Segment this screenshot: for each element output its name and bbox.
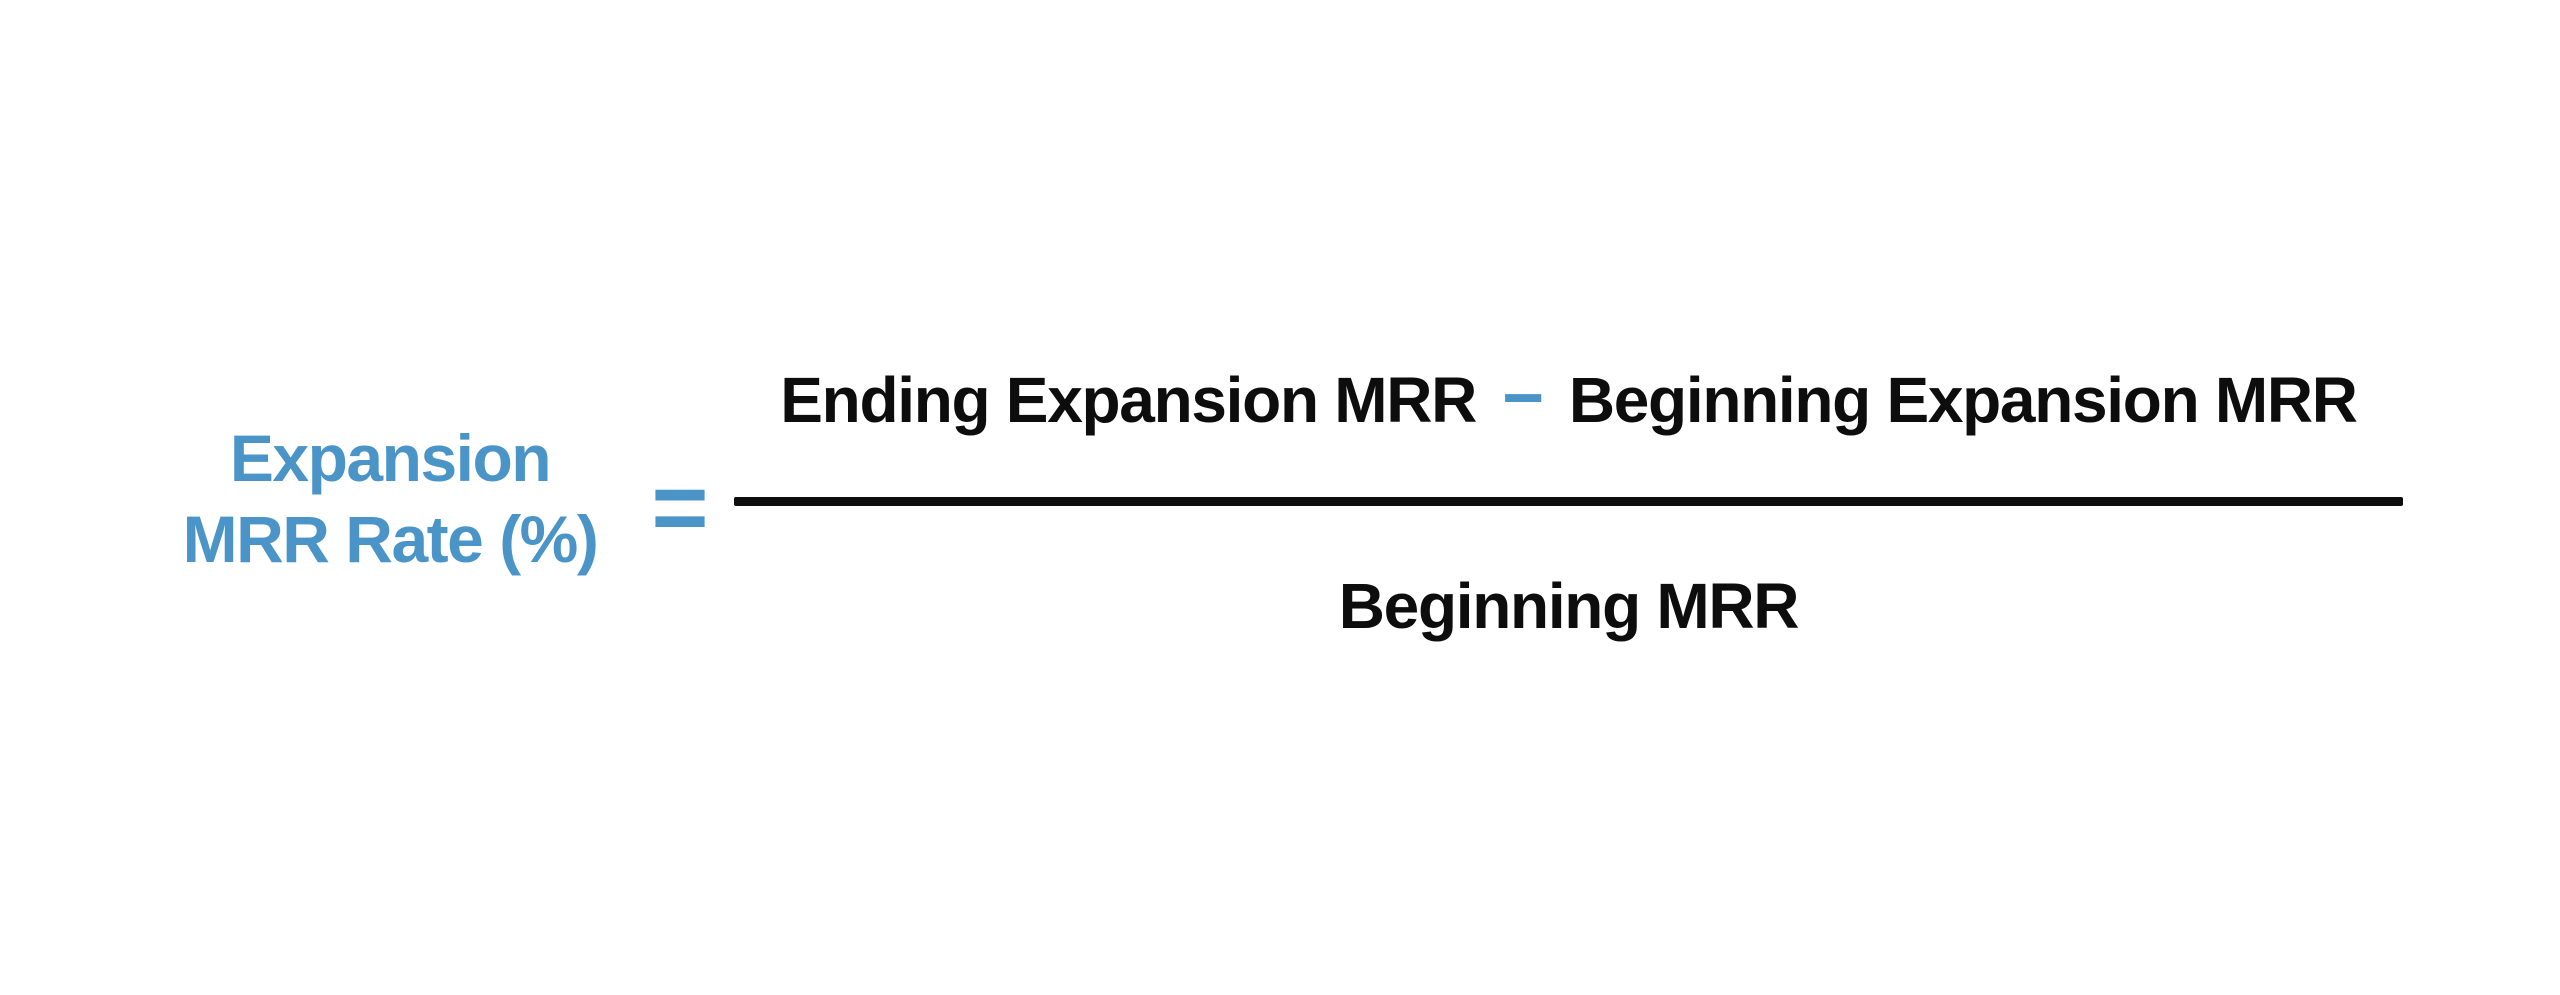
minus-operator: − [1502,358,1544,438]
numerator-term-ending-expansion-mrr: Ending Expansion MRR [780,364,1477,436]
result-label: Expansion MRR Rate (%) [130,418,650,580]
fraction-denominator: Beginning MRR [1338,570,1800,642]
fraction: Ending Expansion MRR − Beginning Expansi… [734,358,2403,648]
fraction-bar [734,497,2403,506]
fraction-numerator: Ending Expansion MRR − Beginning Expansi… [734,358,2403,442]
result-label-line2: MRR Rate (%) [182,502,599,576]
equals-sign: = [651,452,709,562]
numerator-term-beginning-expansion-mrr: Beginning Expansion MRR [1568,364,2358,436]
result-label-line1: Expansion [229,421,552,495]
